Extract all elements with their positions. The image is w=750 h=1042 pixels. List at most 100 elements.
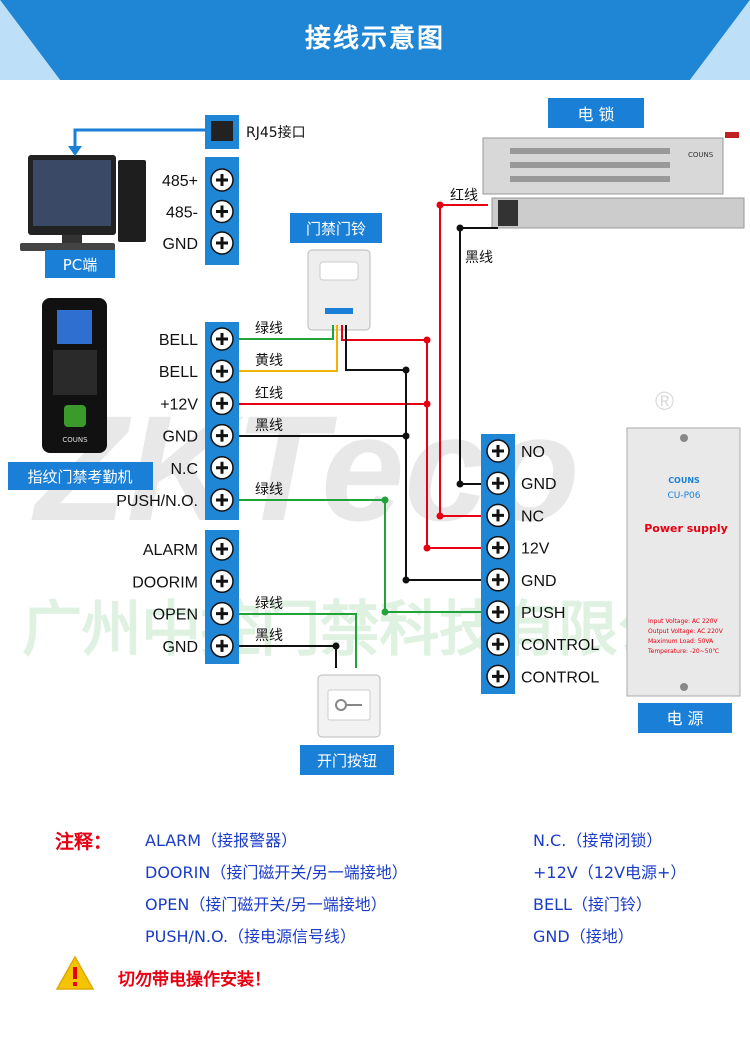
wire-label-green: 绿线 bbox=[255, 482, 283, 498]
junction-dot bbox=[456, 224, 464, 232]
wire-lock-red bbox=[439, 204, 497, 517]
plus-icon bbox=[216, 174, 228, 186]
terminal-label: OPEN bbox=[153, 607, 198, 624]
wire-label-lock-black: 黑线 bbox=[465, 250, 493, 266]
wire-bell-red bbox=[341, 325, 427, 341]
note-item: BELL（接门铃） bbox=[533, 895, 652, 914]
wire-bell-black bbox=[345, 325, 406, 371]
terminal-label: PUSH/N.O. bbox=[116, 493, 198, 510]
fingerprint-label: 指纹门禁考勤机 bbox=[27, 468, 132, 486]
wire-labels: 绿线 黄线 红线 黑线 绿线 绿线 黑线 红线 黑线 bbox=[255, 188, 493, 644]
fingerprint-brand: COUNS bbox=[62, 436, 88, 444]
plus-icon bbox=[492, 670, 504, 683]
note-item: ALARM（接报警器） bbox=[145, 831, 298, 850]
junction-dot bbox=[402, 576, 410, 584]
lock-label: 电 锁 bbox=[577, 105, 614, 124]
wire-label-black: 黑线 bbox=[255, 628, 283, 644]
terminal-label: 12V bbox=[521, 541, 550, 558]
wire-open-green bbox=[238, 613, 357, 668]
wire-lock-black bbox=[459, 227, 498, 485]
terminal-block-main bbox=[205, 322, 239, 520]
lock-label-box bbox=[548, 98, 644, 128]
pc-label: PC端 bbox=[63, 256, 98, 274]
page-title: 接线示意图 bbox=[304, 24, 445, 54]
junction-dot bbox=[423, 400, 431, 408]
power-supply-title: Power supply bbox=[644, 522, 728, 535]
lock-brand: COUNS bbox=[688, 151, 714, 159]
terminal-label: BELL bbox=[159, 364, 198, 381]
note-item: DOORIN（接门磁开关/另一端接地） bbox=[145, 863, 408, 882]
doorbell-label: 门禁门铃 bbox=[306, 220, 366, 238]
doorbell-device: 门禁门铃 bbox=[290, 213, 382, 331]
banner-ribbon bbox=[0, 0, 750, 80]
fingerprint-keypad bbox=[53, 350, 97, 395]
plus-icon bbox=[492, 477, 504, 490]
junction-dot bbox=[402, 366, 410, 374]
plus-icon bbox=[492, 638, 504, 651]
header-banner: 接线示意图 bbox=[0, 0, 750, 80]
fingerprint-screen bbox=[57, 310, 92, 344]
rj45-cable bbox=[73, 128, 205, 148]
terminal-label: GND bbox=[162, 639, 198, 656]
fingerprint-device: COUNS 指纹门禁考勤机 bbox=[8, 298, 153, 490]
doorbell-speaker bbox=[319, 261, 359, 281]
power-supply-spec: Temperature: -20~50℃ bbox=[647, 648, 719, 655]
wire-label-red: 红线 bbox=[255, 386, 283, 402]
junction-dot bbox=[436, 512, 444, 520]
pc-label-box bbox=[45, 250, 115, 278]
warning-text: 切勿带电操作安装！ bbox=[118, 970, 271, 990]
terminal-label: 485+ bbox=[162, 173, 198, 190]
terminal-label: GND bbox=[162, 429, 198, 446]
notes-section: 注释： ALARM（接报警器） DOORIN（接门磁开关/另一端接地） OPEN… bbox=[0, 815, 750, 1042]
terminal-label: PUSH bbox=[521, 605, 565, 622]
watermark-company: 广州中控门禁科技有限公司 bbox=[22, 595, 737, 665]
wire-push-green bbox=[238, 499, 497, 613]
junction-dot bbox=[381, 496, 389, 504]
doorbell-logo bbox=[325, 308, 353, 314]
note-item: GND（接地） bbox=[533, 927, 634, 946]
wire-label-lock-red: 红线 bbox=[450, 188, 478, 204]
wire-bell-yellow bbox=[238, 325, 338, 372]
exit-button-device: 开门按钮 bbox=[300, 674, 394, 775]
plus-icon bbox=[216, 607, 228, 620]
power-supply-device: COUNS CU-P06 Power supply Input Voltage:… bbox=[626, 427, 741, 733]
pc-tower bbox=[118, 160, 146, 242]
power-supply-label-box bbox=[638, 703, 732, 733]
terminal-screws: 485+485-GNDBELLBELL+12VGNDN.CPUSH/N.O.AL… bbox=[116, 168, 599, 689]
fingerprint-label-box bbox=[8, 462, 153, 490]
plus-icon bbox=[216, 365, 228, 378]
power-supply-label: 电 源 bbox=[666, 709, 703, 728]
plus-icon bbox=[492, 445, 504, 457]
warning-icon bbox=[55, 955, 95, 990]
lock-slot-3 bbox=[510, 176, 670, 182]
terminal-label: CONTROL bbox=[521, 669, 599, 686]
terminal-label: DOORIM bbox=[132, 574, 198, 591]
banner-right-fold bbox=[690, 0, 750, 80]
junction-dot bbox=[436, 201, 444, 209]
plus-icon bbox=[492, 509, 504, 522]
wire-label-yellow: 黄线 bbox=[255, 352, 283, 369]
junction-dot bbox=[381, 608, 389, 616]
plus-icon bbox=[216, 397, 228, 410]
junction-dot bbox=[456, 480, 464, 488]
power-supply-spec: Input Voltage: AC 220V bbox=[648, 618, 718, 625]
junction-dot bbox=[402, 432, 410, 440]
plus-icon bbox=[216, 333, 228, 345]
pc-device: PC端 bbox=[20, 155, 146, 278]
plus-icon bbox=[216, 461, 228, 474]
terminal-label: GND bbox=[162, 236, 198, 253]
terminal-label: BELL bbox=[159, 332, 198, 349]
exit-button-label: 开门按钮 bbox=[317, 752, 377, 770]
terminal-label: GND bbox=[521, 573, 557, 590]
power-supply-body bbox=[626, 427, 741, 697]
note-item: OPEN（接门磁开关/另一端接地） bbox=[145, 895, 387, 914]
junction-dot bbox=[332, 642, 340, 650]
power-supply-screw-bottom bbox=[680, 683, 688, 691]
plus-icon bbox=[216, 575, 228, 588]
plus-icon bbox=[216, 429, 228, 442]
rj45-arrow bbox=[68, 146, 82, 156]
plus-icon bbox=[216, 639, 228, 652]
terminal-label: 485- bbox=[166, 205, 198, 222]
wire-bell-green bbox=[238, 325, 334, 340]
wire-label-green: 绿线 bbox=[255, 596, 283, 612]
